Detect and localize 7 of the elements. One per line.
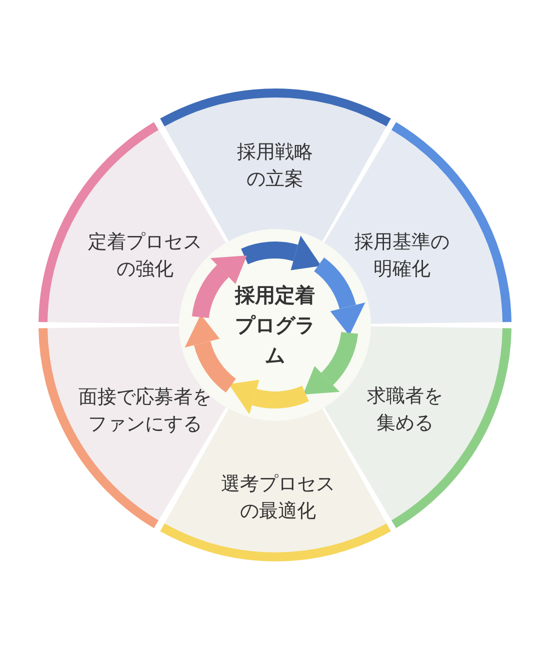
segment-label: 定着プロセスの強化: [87, 230, 203, 282]
segment-label: 採用基準の明確化: [354, 230, 450, 282]
segment-label: 採用戦略の立案: [236, 140, 314, 192]
segment-label: 選考プロセスの最適化: [220, 472, 336, 524]
segment-label: 求職者を集める: [366, 384, 444, 436]
center-title: 採用定着プログラム: [234, 282, 316, 369]
segment-label: 面接で応募者をファンにする: [78, 385, 212, 437]
